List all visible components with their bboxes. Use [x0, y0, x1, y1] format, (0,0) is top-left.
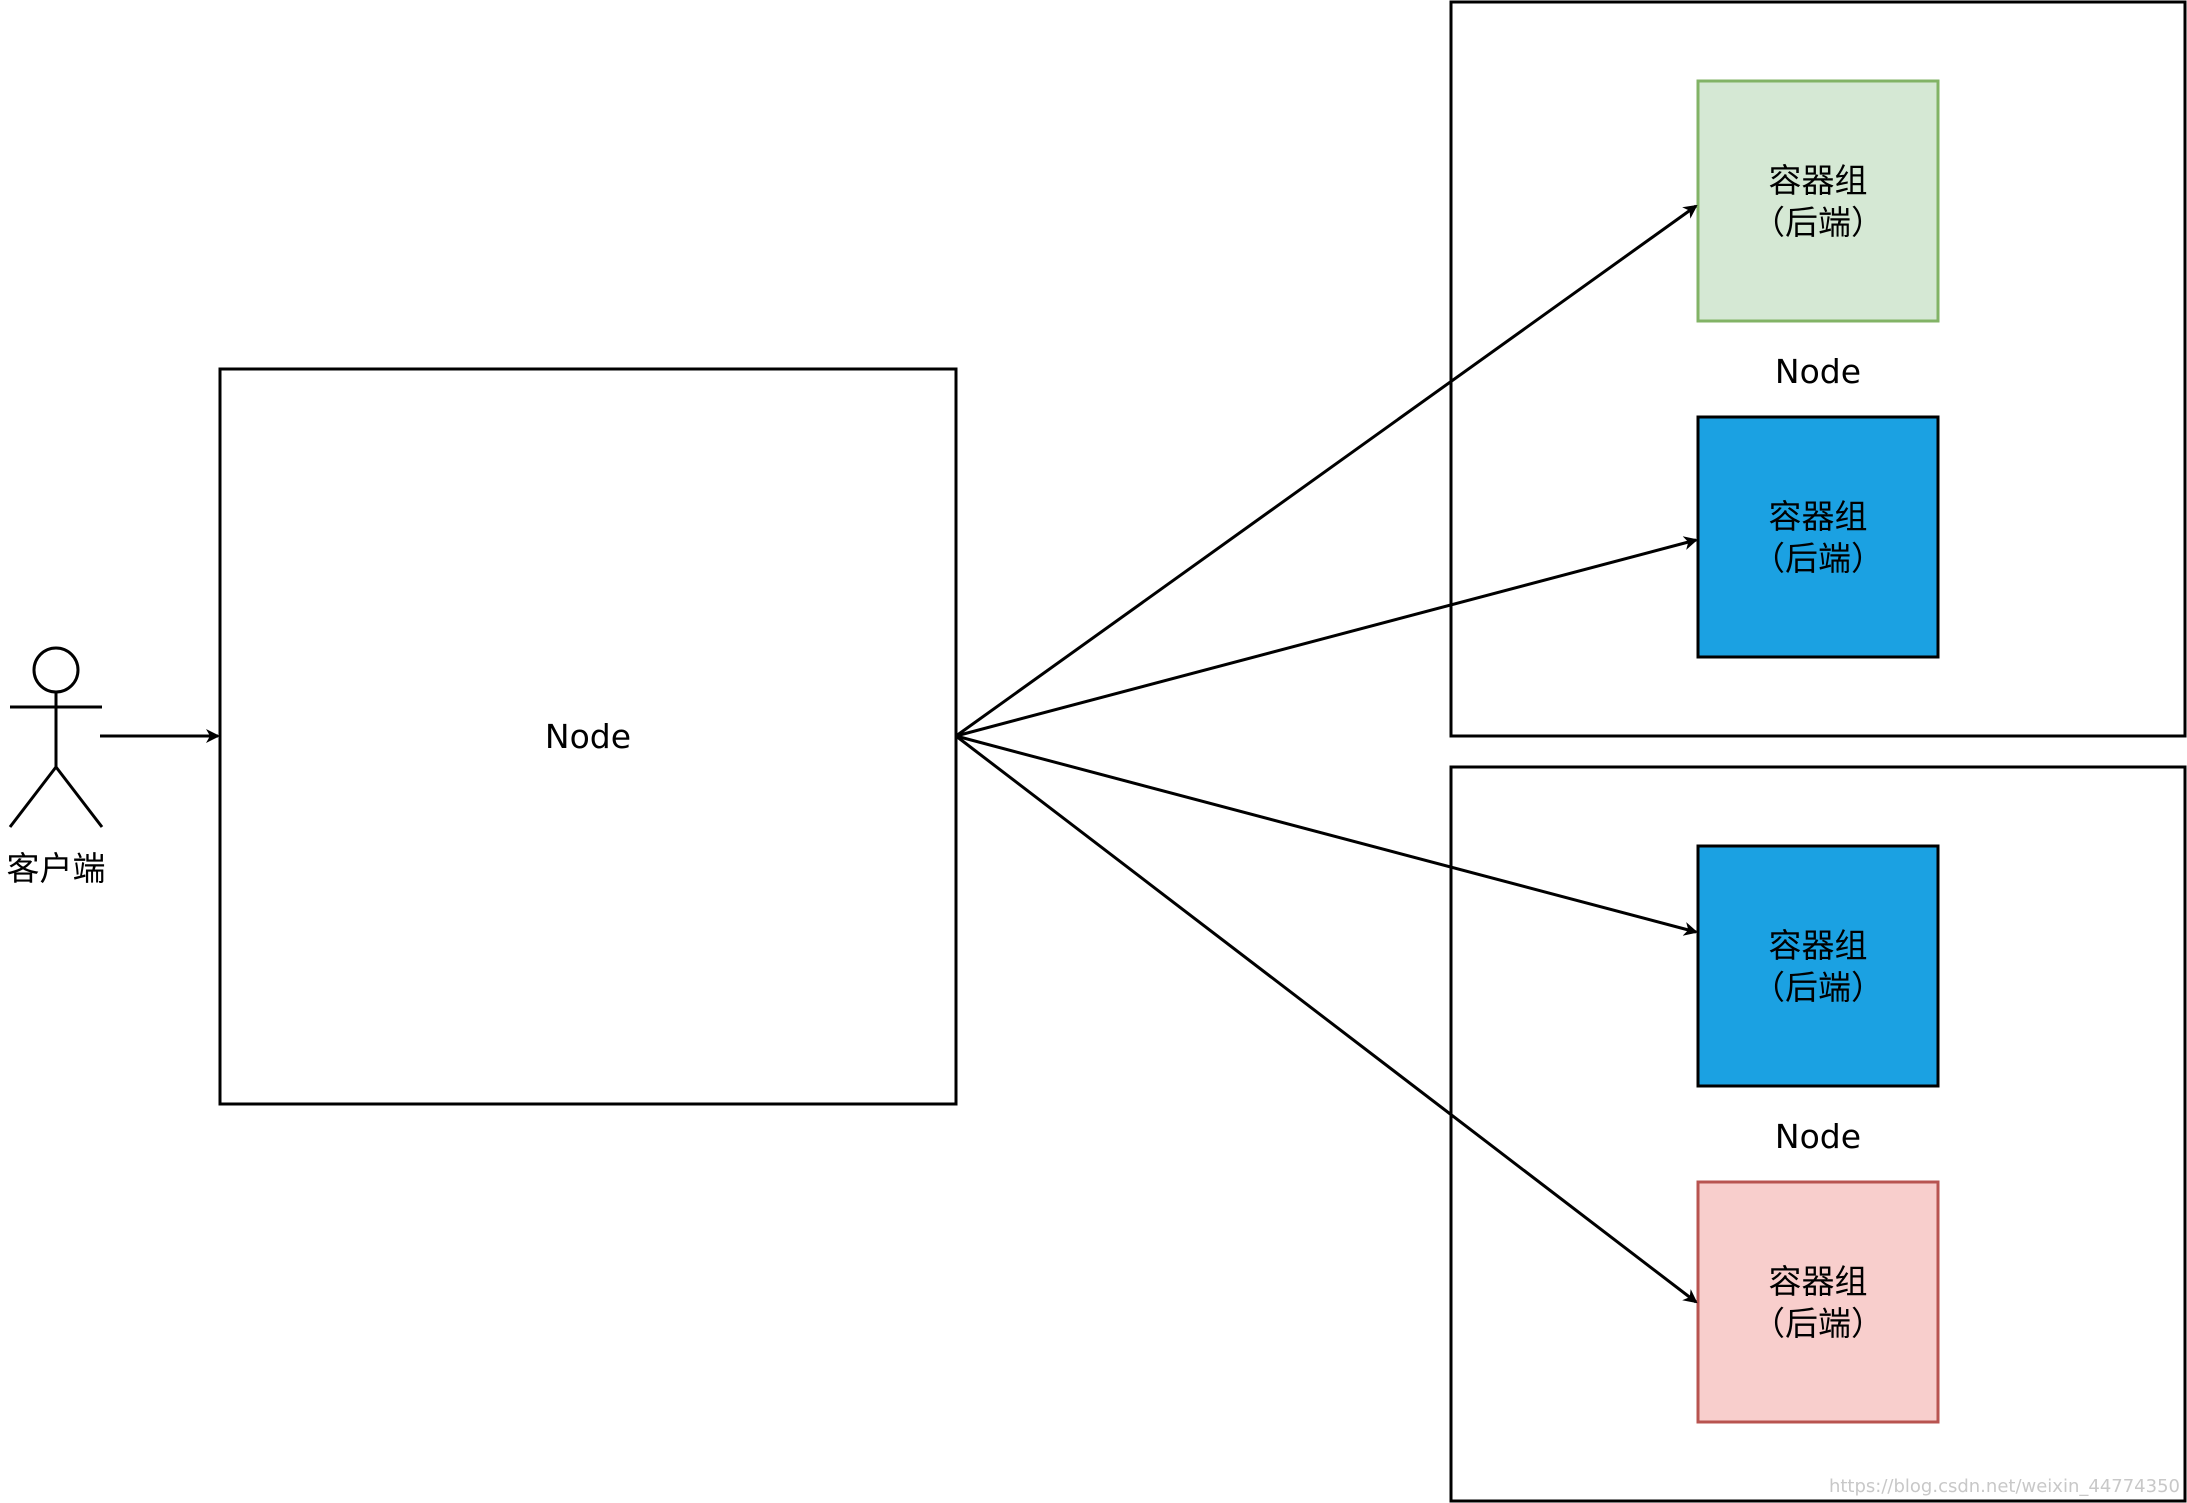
proxy-node-label: Node: [545, 717, 631, 756]
pod-2-2-box: [1696, 1180, 1940, 1424]
node-group-1[interactable]: Node 容器组 （后端） 容器组 （后端）: [1449, 0, 2187, 738]
pod-2-1-title: 容器组: [1769, 926, 1868, 965]
pod-2-1-box: [1696, 844, 1940, 1088]
pod-1-2-subtitle: （后端）: [1752, 539, 1884, 578]
arrow-node-to-pod-1-2: [955, 536, 1698, 738]
pod-2-2-subtitle: （后端）: [1752, 1304, 1884, 1343]
proxy-node[interactable]: Node: [218, 367, 958, 1106]
person-icon: [8, 646, 104, 828]
arrow-node-to-pod-2-1: [955, 734, 1698, 936]
arrow-node-to-pod-2-2: [955, 734, 1698, 1304]
arrow-node-to-pod-1-1: [955, 204, 1698, 738]
pod-1-2[interactable]: 容器组 （后端）: [1696, 415, 1940, 659]
pod-2-1-subtitle: （后端）: [1752, 968, 1884, 1007]
pod-1-1-subtitle: （后端）: [1752, 203, 1884, 242]
pod-1-1-title: 容器组: [1769, 161, 1868, 200]
node-group-2[interactable]: Node 容器组 （后端） 容器组 （后端）: [1449, 765, 2187, 1503]
pod-2-2[interactable]: 容器组 （后端）: [1696, 1180, 1940, 1424]
pod-1-1-box: [1696, 79, 1940, 323]
pod-1-1[interactable]: 容器组 （后端）: [1696, 79, 1940, 323]
pod-2-2-title: 容器组: [1769, 1262, 1868, 1301]
node-group-2-label: Node: [1775, 1117, 1861, 1156]
pod-2-1[interactable]: 容器组 （后端）: [1696, 844, 1940, 1088]
pod-1-2-box: [1696, 415, 1940, 659]
client-label: 客户端: [7, 849, 106, 888]
pod-1-2-title: 容器组: [1769, 497, 1868, 536]
client-actor[interactable]: 客户端: [7, 646, 106, 888]
node-group-1-label: Node: [1775, 352, 1861, 391]
watermark: https://blog.csdn.net/weixin_44774350: [1829, 1476, 2180, 1497]
